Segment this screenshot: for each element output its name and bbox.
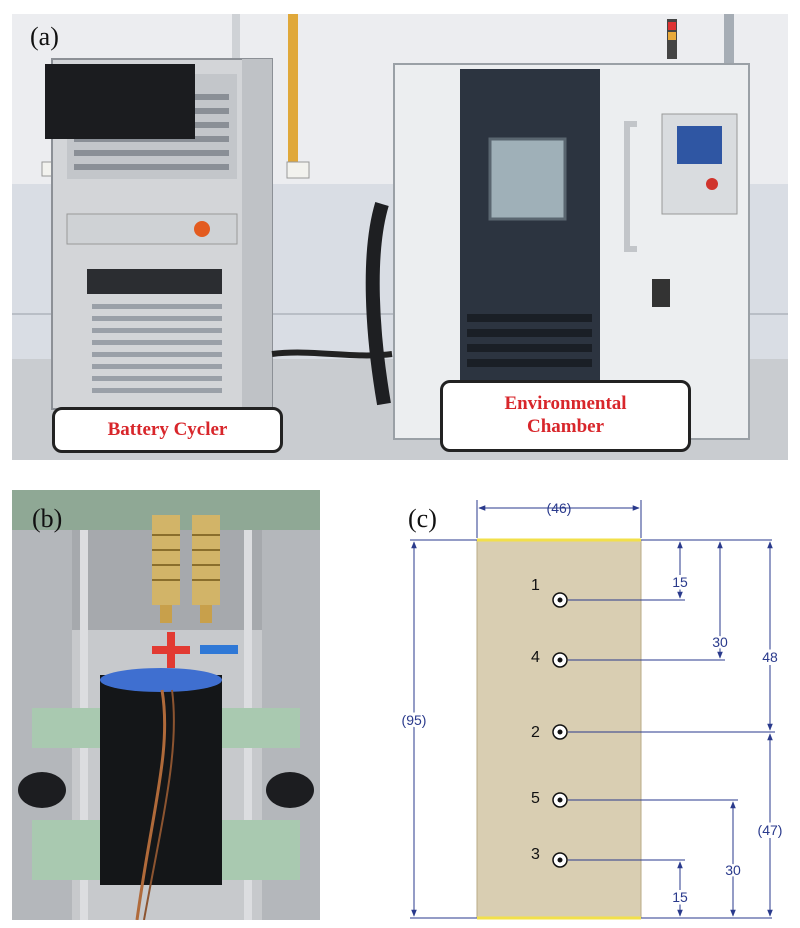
environmental-chamber-text-line1: Environmental xyxy=(504,393,627,415)
environmental-chamber-callout: Environmental Chamber xyxy=(440,380,691,452)
dimension-48: 48 xyxy=(762,649,778,665)
point-4-label: 4 xyxy=(531,649,540,666)
width-dimension-text: (46) xyxy=(547,500,572,516)
dimension-30-top: 30 xyxy=(712,634,728,650)
dimension-30-bottom: 30 xyxy=(725,862,741,878)
cell-fixture-photo xyxy=(12,490,320,920)
point-1-label: 1 xyxy=(531,577,540,594)
panel-b-photo: + − (b) xyxy=(12,490,320,920)
height-dimension-text: (95) xyxy=(402,712,427,728)
point-5-label: 5 xyxy=(531,790,540,807)
dimension-15-top: 15 xyxy=(672,574,688,590)
panel-b-label: (b) xyxy=(32,504,63,533)
panel-a-label: (a) xyxy=(30,22,59,51)
panel-c-label: (c) xyxy=(408,504,437,533)
point-1-marker: 1 xyxy=(531,577,568,608)
point-3-label: 3 xyxy=(531,846,540,863)
environmental-chamber-text-line2: Chamber xyxy=(526,416,605,437)
point-2-label: 2 xyxy=(531,724,540,741)
panel-c-diagram: (c) (46) (95) 1 4 xyxy=(380,490,800,928)
lab-setup-photo xyxy=(12,14,788,460)
measurement-points-diagram: (46) (95) 1 4 2 5 3 xyxy=(399,500,785,920)
dimension-15-bottom: 15 xyxy=(672,889,688,905)
point-3-marker: 3 xyxy=(531,846,568,868)
point-5-marker: 5 xyxy=(531,790,568,808)
point-2-marker: 2 xyxy=(531,724,568,741)
point-4-marker: 4 xyxy=(531,649,568,668)
battery-cycler-text: Battery Cycler xyxy=(107,418,228,440)
panel-a-photo: (a) Battery Cycler Environmental Chamber xyxy=(12,14,788,460)
battery-cycler-callout: Battery Cycler xyxy=(52,407,283,453)
dimension-47: (47) xyxy=(758,822,783,838)
